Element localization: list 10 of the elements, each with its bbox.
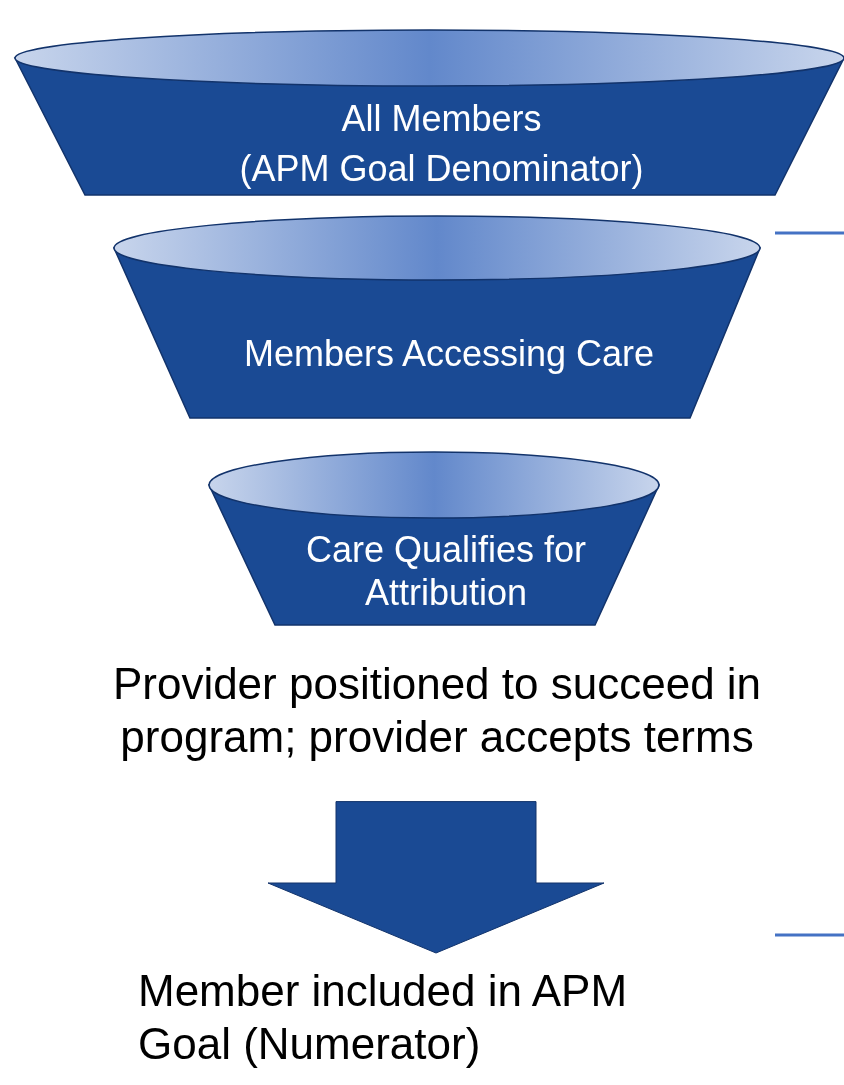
caption-text: Provider positioned to succeed in program; provider accepts terms: [111, 658, 763, 763]
funnel-segment: [15, 30, 844, 195]
funnel-sublabel: (APM Goal Denominator): [238, 147, 645, 191]
caption-text: Member included in APM Goal (Numerator): [138, 965, 629, 1070]
block-arrow: [267, 801, 605, 954]
funnel-label: All Members: [340, 97, 543, 141]
funnel-segment: [209, 452, 659, 625]
funnel-label: Members Accessing Care: [242, 332, 656, 376]
funnel-segment: [114, 216, 760, 418]
funnel-label: Care Qualifies for Attribution: [304, 528, 588, 615]
